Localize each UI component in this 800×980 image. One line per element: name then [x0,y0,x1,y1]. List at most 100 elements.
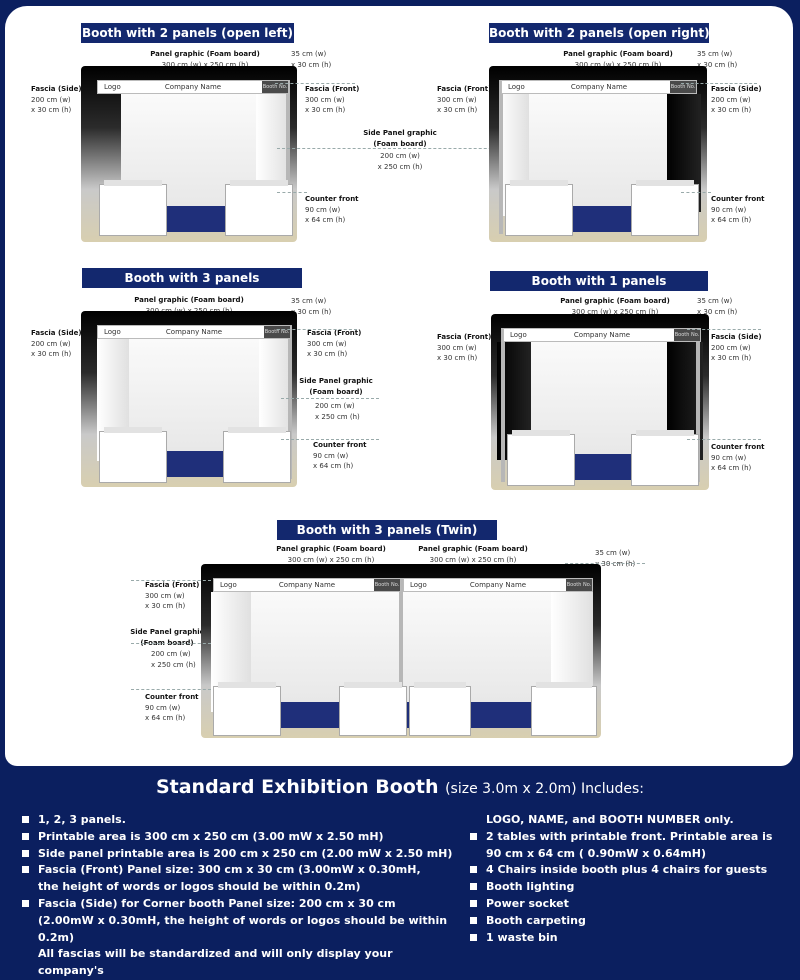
value: x 64 cm (h) [313,462,354,470]
value: 300 cm (w) [437,343,477,352]
list-item: the height of words or logos should be w… [22,879,462,896]
label: Counter front [145,693,199,701]
square-bullet-icon [22,849,29,857]
fascia-height-label: 35 cm (w)x 30 cm (h) [291,296,331,317]
post [288,325,292,479]
label: Panel graphic (Foam board) [134,296,244,304]
list-item: Fascia (Front) Panel size: 300 cm x 30 c… [22,862,462,879]
fascia-height-label: 35 cm (w)x 30 cm (h) [697,296,737,317]
list-item-text: Booth lighting [486,880,575,894]
counter [339,682,407,736]
counter-top [344,682,402,688]
list-item-text: Fascia (Side) for Corner booth Panel siz… [38,896,396,910]
label: Panel graphic (Foam board) [560,297,670,305]
list-item-text: Booth carpeting [486,913,586,927]
list-item-text: LOGO, NAME, and BOOTH NUMBER only. [486,813,734,826]
fascia-logo: Logo [104,328,121,336]
value: x 64 cm (h) [145,714,186,722]
value: x 30 cm (h) [697,60,738,69]
value: x 30 cm (h) [437,106,478,114]
list-item-text: 4 Chairs inside booth plus 4 chairs for … [486,863,768,877]
label: (Foam board) [140,638,194,647]
fascia-front: Logo Company Name Booth No. [97,325,291,339]
fascia-front: Logo Company Name Booth No. [213,578,401,592]
leader-line [687,439,761,440]
subtitle: (size 3.0m x 2.0m) Includes: [445,781,645,797]
counter-top [228,427,286,433]
counter-top [510,180,568,186]
leader-line [275,83,355,84]
value: x 30 cm (h) [305,106,346,114]
fascia-company-name: Company Name [165,328,223,336]
value: x 250 cm (h) [315,412,360,421]
value: x 30 cm (h) [307,350,348,358]
fascia-company-name: Company Name [573,331,631,339]
list-item: Printable area is 300 cm x 250 cm (3.00 … [22,829,462,846]
list-item: Booth carpeting [470,913,790,930]
list-item: LOGO, NAME, and BOOTH NUMBER only. [470,812,790,829]
fascia-company-name: Company Name [164,83,222,91]
counter-top [104,180,162,186]
booth-diagram-frame: Booth with 2 panels (open left) Panel gr… [5,6,793,766]
square-bullet-icon [470,899,477,907]
booth-title: Booth with 2 panels (open right) [489,23,710,43]
value: x 64 cm (h) [305,216,346,224]
fascia-booth-number: Booth No. [262,81,288,93]
list-item-text: (2.00mW x 0.30mH, the height of words or… [38,913,448,944]
counter-right [223,427,291,483]
label: Fascia (Front) [437,85,492,93]
counter-top [230,180,288,186]
post [501,328,505,482]
label: Side Panel graphic [299,377,373,385]
center-side-panel-size: 200 cm (w) x 250 cm (h) [350,151,450,172]
square-bullet-icon [22,866,29,874]
fascia-front: Logo Company Name Booth No. [501,80,697,94]
label: Side Panel graphic [363,129,437,137]
value: 35 cm (w) [291,50,327,58]
panel-graphic-label-2: Panel graphic (Foam board)300 cm (w) x 2… [403,544,543,565]
booth-illustration: Logo Company Name Booth No. Logo Company… [201,564,601,738]
square-bullet-icon [470,883,477,891]
square-bullet-icon [22,832,29,840]
post [286,80,290,234]
center-side-panel-label: Side Panel graphic(Foam board) [350,128,450,149]
square-bullet-icon [470,933,477,941]
list-item: 90 cm x 64 cm ( 0.90mW x 0.64mH) [470,846,790,863]
list-item-text: Printable area is 300 cm x 250 cm (3.00 … [38,829,384,843]
counter-left [505,180,573,236]
value: x 30 cm (h) [291,307,332,316]
label: (Foam board) [309,387,363,396]
fascia-booth-number: Booth No. [566,579,592,591]
value: x 30 cm (h) [711,106,752,114]
includes-list-left: 1, 2, 3 panels. Printable area is 300 cm … [22,812,462,980]
list-item-text: 2 tables with printable front. Printable… [486,829,773,843]
fascia-company-name: Company Name [278,581,336,589]
fascia-logo: Logo [220,581,237,589]
list-item-text: 1 waste bin [486,930,558,944]
fascia-front-label: Fascia (Front)300 cm (w)x 30 cm (h) [437,332,491,364]
list-item-text: Fascia (Front) Panel size: 300 cm x 30 c… [38,863,421,877]
list-item-text: Power socket [486,896,569,910]
label: Counter front [313,441,367,449]
fascia-side-label: Fascia (Side)200 cm (w)x 30 cm (h) [31,328,82,360]
fascia-height-label: 35 cm (w)x 30 cm (h) [697,49,737,70]
list-item: (2.00mW x 0.30mH, the height of words or… [22,913,462,947]
value: 200 cm (w) [380,152,420,160]
footer-title: Standard Exhibition Booth (size 3.0m x 2… [0,776,800,798]
booth-illustration: Logo Company Name Booth No. [81,311,297,487]
leader-line [281,439,379,440]
value: x 250 cm (h) [377,162,423,171]
fascia-side-label: Fascia (Side)200 cm (w)x 30 cm (h) [711,84,762,116]
list-item: 4 Chairs inside booth plus 4 chairs for … [470,862,790,879]
list-item-text: 1, 2, 3 panels. [38,813,126,826]
value: 300 cm (w) x 250 cm (h) [287,555,375,564]
fascia-logo: Logo [104,83,121,91]
list-item-text: the height of words or logos should be w… [38,880,361,894]
label: Fascia (Front) [437,333,492,341]
value: 35 cm (w) [697,297,733,305]
label: Panel graphic (Foam board) [563,50,673,58]
post [696,328,700,482]
label: Counter front [305,195,359,203]
fascia-logo: Logo [410,581,427,589]
